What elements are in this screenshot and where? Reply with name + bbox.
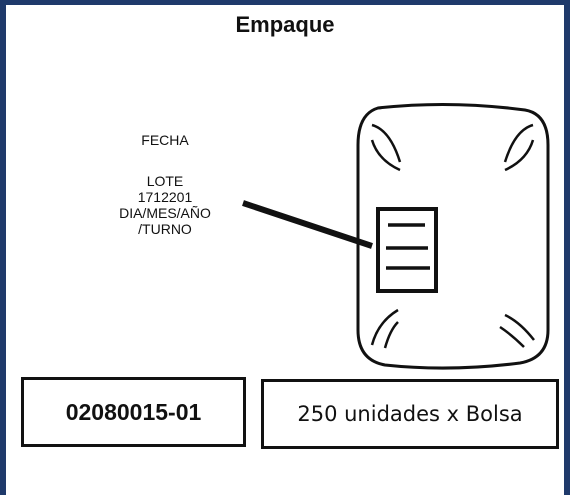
bag-outline — [356, 102, 550, 370]
date-format-label: DIA/MES/AÑO — [119, 205, 211, 221]
label-tag — [376, 207, 438, 293]
quantity-box: 250 unidades x Bolsa — [261, 379, 559, 449]
crease-bottom-left — [370, 308, 399, 349]
page-title: Empaque — [235, 12, 335, 37]
crease-bottom-right — [499, 313, 535, 348]
product-code-box: 02080015-01 — [21, 377, 246, 447]
lote-label: LOTE — [146, 173, 184, 189]
shift-label: /TURNO — [138, 221, 192, 237]
fecha-label: FECHA — [141, 132, 189, 148]
pointer-arrow — [242, 200, 373, 249]
crease-top-right — [503, 123, 535, 172]
crease-top-left — [370, 123, 402, 172]
lote-number: 1712201 — [137, 189, 193, 205]
